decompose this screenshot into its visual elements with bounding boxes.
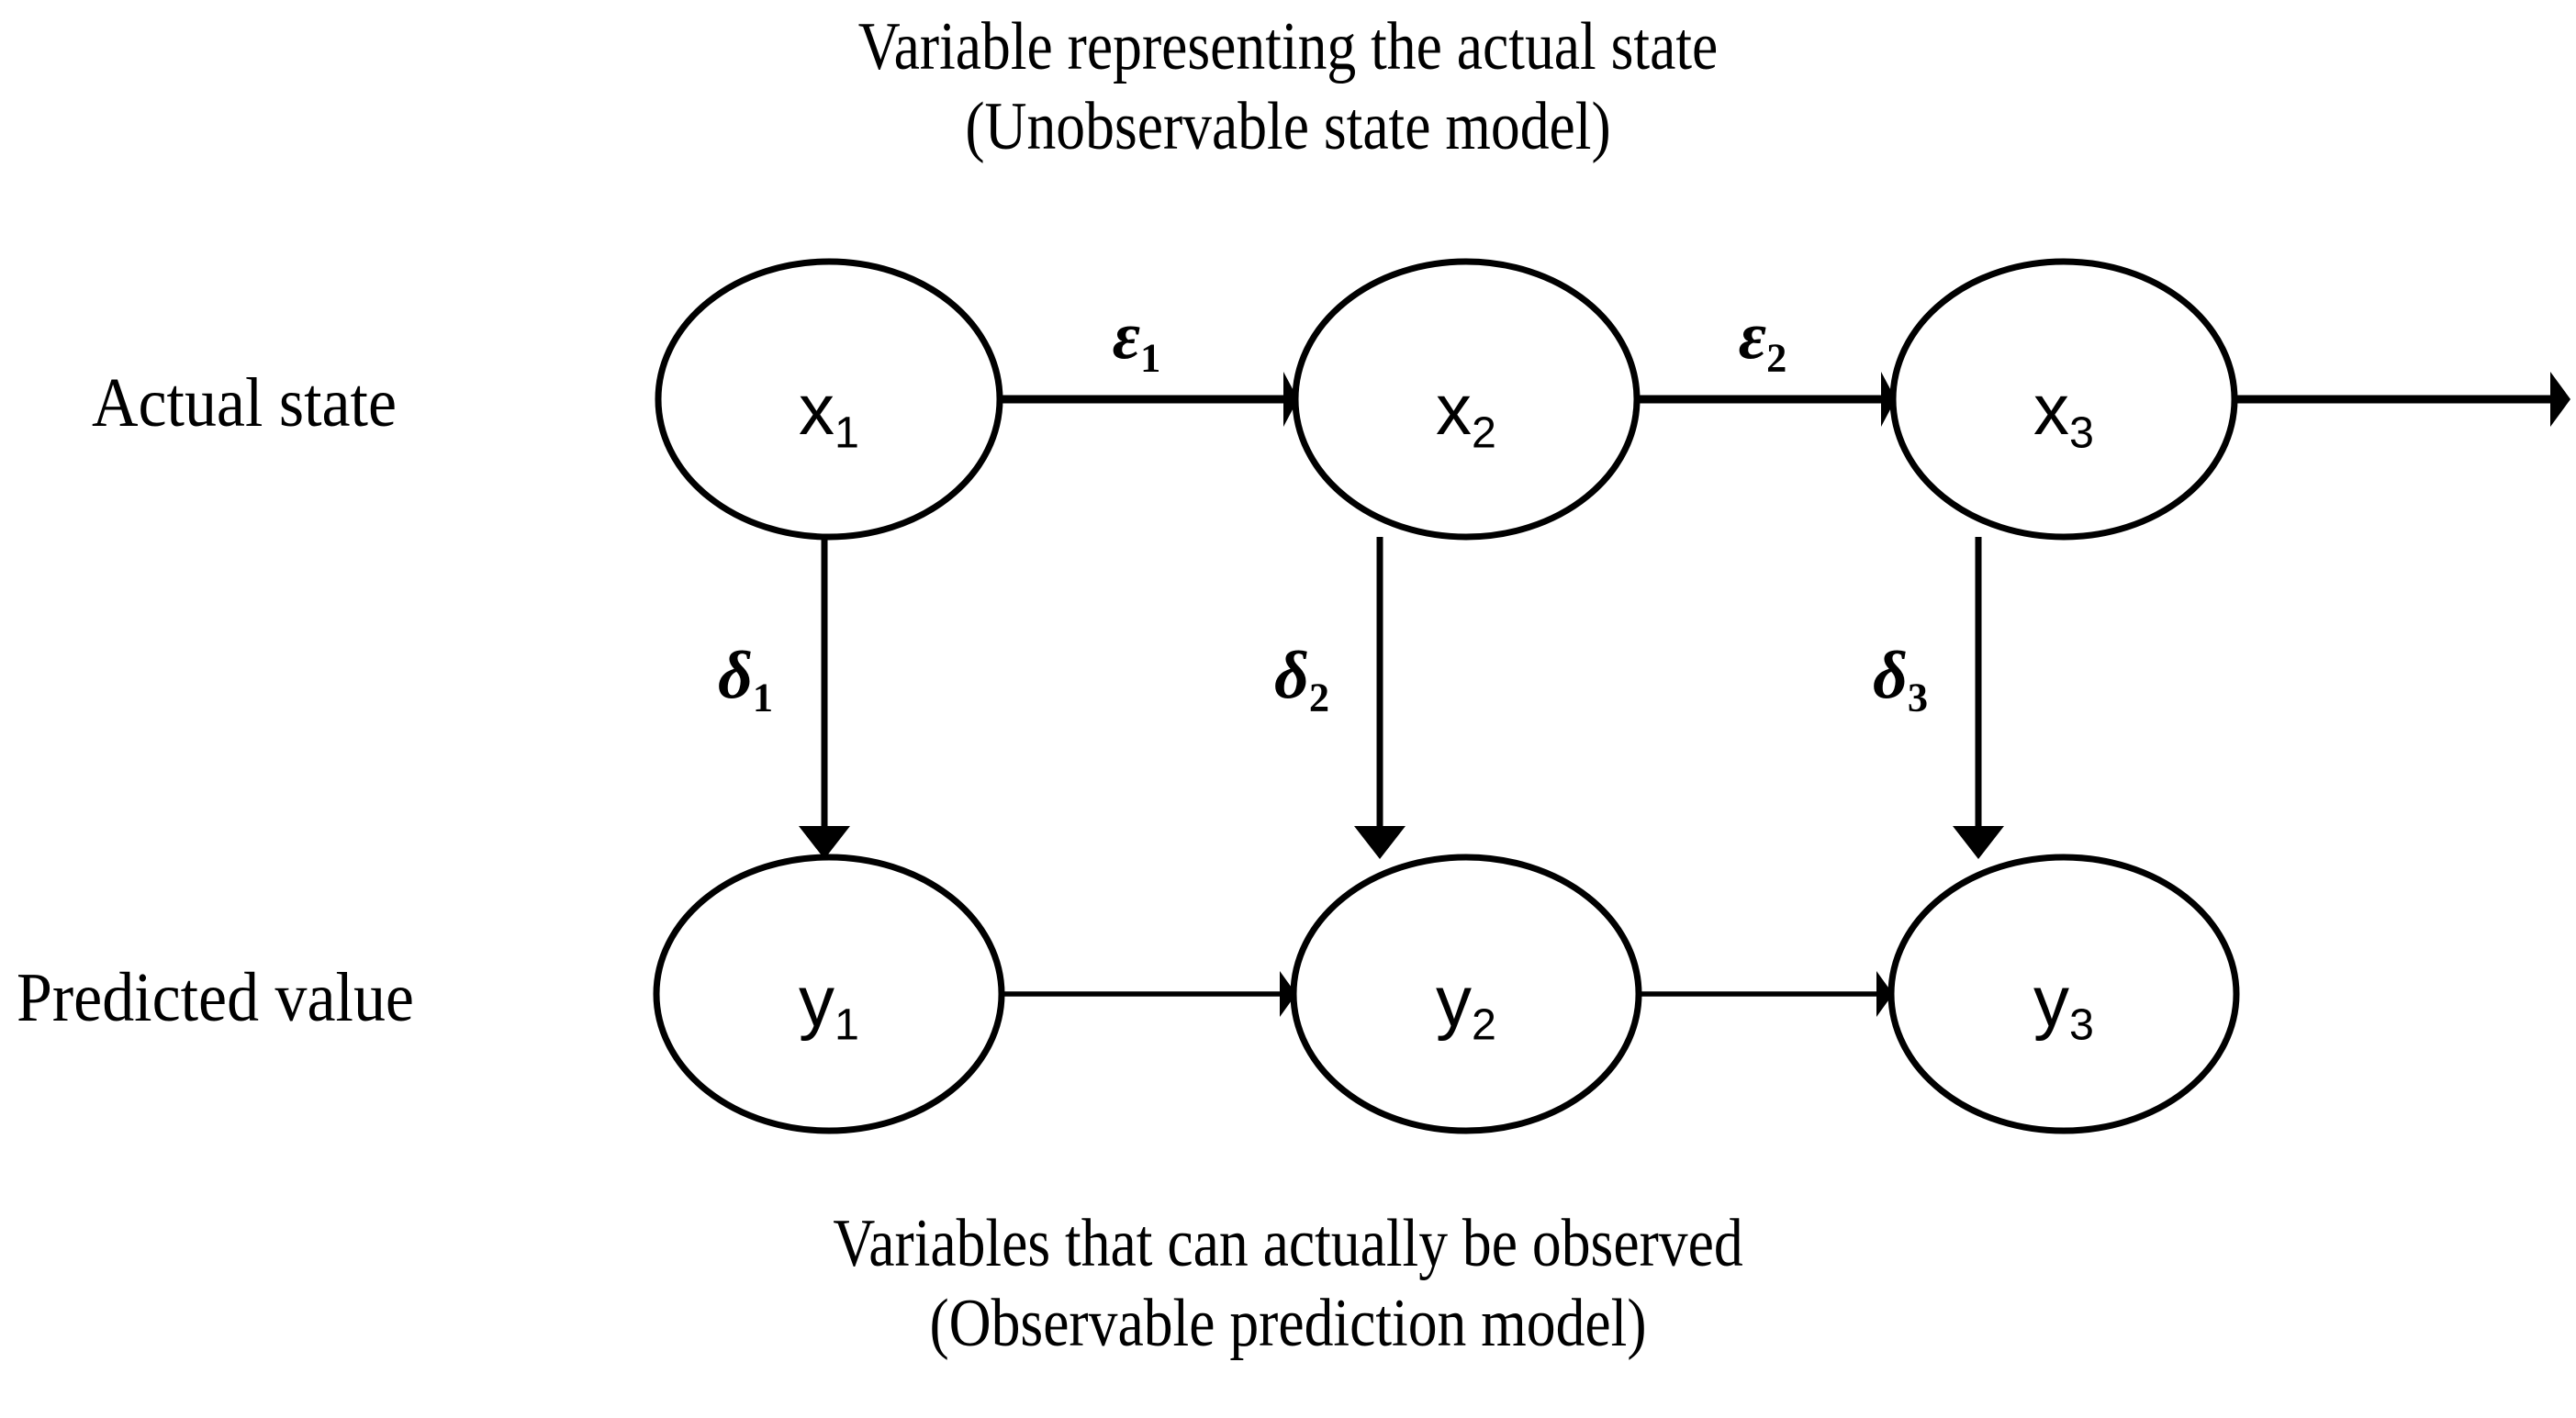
node-label-y2-sub: 2 — [1472, 999, 1496, 1050]
node-label-y3-sub: 3 — [2069, 999, 2094, 1050]
edge-label-epsilon-2-sub: 2 — [1766, 334, 1787, 381]
edge-label-delta-3-base: δ — [1872, 638, 1908, 714]
node-ellipse-y1[interactable] — [653, 854, 1005, 1134]
bottom-caption: Variables that can actually be observed … — [0, 1204, 2576, 1365]
row-label-predicted-value: Predicted value — [17, 958, 449, 1038]
edge-label-epsilon-1-sub: 1 — [1140, 334, 1161, 381]
edge-x3-y3-arrowhead — [1953, 826, 2004, 859]
edge-x2-x3-arrowhead — [1881, 372, 1896, 427]
node-label-x3-sub: 3 — [2069, 408, 2094, 458]
edge-label-epsilon-2-base: ε — [1738, 298, 1767, 374]
edge-label-delta-1-sub: 1 — [752, 674, 774, 720]
edge-label-delta-3-sub: 3 — [1907, 674, 1929, 720]
node-label-y1: y1 — [799, 960, 859, 1051]
edge-label-epsilon-1: ε1 — [1113, 297, 1161, 381]
edge-x2-y2-arrowhead — [1354, 826, 1406, 859]
row-label-actual-state-text: Actual state — [92, 364, 397, 441]
edge-label-epsilon-2: ε2 — [1739, 297, 1787, 381]
node-label-y2: y2 — [1436, 960, 1496, 1051]
edge-y2-y3-arrowhead — [1876, 971, 1893, 1017]
row-label-predicted-value-text: Predicted value — [17, 959, 414, 1036]
edge-label-delta-1: δ1 — [718, 637, 773, 720]
node-label-x1-base: x — [799, 368, 835, 450]
node-label-y1-base: y — [799, 960, 835, 1042]
edge-x3-continuation-arrowhead — [2550, 372, 2570, 427]
node-label-x3: x3 — [2033, 368, 2094, 459]
node-label-x1-sub: 1 — [834, 408, 859, 458]
row-label-actual-state: Actual state — [92, 363, 423, 443]
edge-x1-y1-arrowhead — [799, 826, 850, 859]
edge-y1-y2-arrowhead — [1280, 971, 1296, 1017]
node-label-x2-base: x — [1436, 368, 1473, 450]
edge-x1-x2-arrowhead — [1283, 372, 1298, 427]
edge-label-delta-2-sub: 2 — [1308, 674, 1330, 720]
node-label-x2-sub: 2 — [1472, 408, 1496, 458]
node-label-y3-base: y — [2033, 960, 2070, 1042]
top-caption: Variable representing the actual state (… — [0, 7, 2576, 168]
edge-label-epsilon-1-base: ε — [1112, 298, 1141, 374]
edge-label-delta-2-base: δ — [1273, 638, 1309, 714]
top-caption-line-2: (Unobservable state model) — [965, 89, 1611, 165]
bottom-caption-line-1: Variables that can actually be observed — [833, 1206, 1743, 1281]
bottom-caption-line-2: (Observable prediction model) — [929, 1286, 1647, 1362]
edge-label-delta-1-base: δ — [717, 638, 753, 714]
edge-label-delta-3: δ3 — [1873, 637, 1928, 720]
node-label-y3: y3 — [2033, 960, 2094, 1051]
node-label-x3-base: x — [2033, 368, 2070, 450]
node-label-x2: x2 — [1436, 368, 1496, 459]
node-label-y1-sub: 1 — [834, 999, 859, 1050]
node-label-y2-base: y — [1436, 960, 1473, 1042]
node-label-x1: x1 — [799, 368, 859, 459]
top-caption-line-1: Variable representing the actual state — [857, 9, 1719, 84]
edge-label-delta-2: δ2 — [1274, 637, 1329, 720]
